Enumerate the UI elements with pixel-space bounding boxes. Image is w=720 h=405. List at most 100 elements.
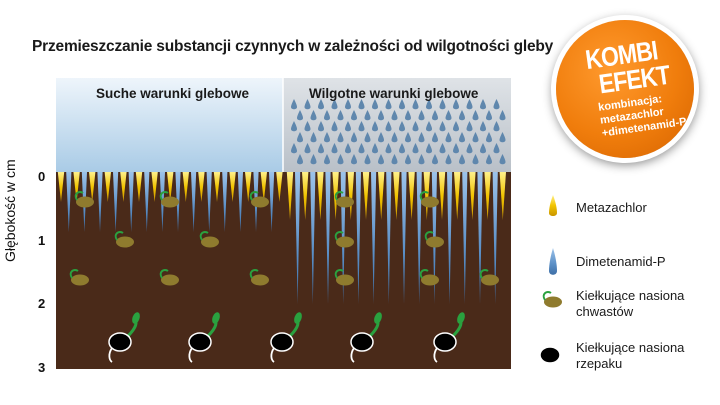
weed-seed [69,268,89,286]
legend-rape-seeds: Kiełkujące nasiona rzepaku [538,340,684,372]
depth-tick-0: 0 [38,169,46,184]
rain-drop [372,143,378,154]
dimetenamid-spike [355,172,361,304]
metazachlor-spike [135,172,143,202]
rain-drop [459,154,465,165]
weed-seed [199,230,219,248]
wet-soil-herbicide-layer [286,172,506,304]
metazachlor-spike [229,172,236,202]
rain-drop [399,121,405,132]
dry-sky-area [56,78,283,172]
rain-drop [345,121,351,132]
legend-label: Kiełkujące nasiona rzepaku [576,340,685,371]
rain-drop [466,121,473,132]
metazachlor-spike [378,172,385,220]
dimetenamid-spike [222,172,228,232]
weed-seed [334,190,354,208]
weed-seed [249,268,269,286]
legend-label: Kiełkujące nasiona chwastów [576,288,685,319]
rain-drop [486,154,492,165]
metazachlor-spike [151,172,158,202]
rain-drop [324,132,330,143]
metazachlor-spike [317,172,324,220]
rain-drop [291,121,297,132]
dimetenamid-spike [269,172,275,232]
rain-drop [486,110,492,121]
rape-seed [433,312,465,363]
metazachlor-spike [276,172,283,202]
metazachlor-spike [73,172,80,202]
rain-drop [351,154,357,165]
metazachlor-spike [393,172,400,220]
weed-seed [249,190,269,208]
rain-drop [418,154,425,165]
rain-drop [378,154,384,165]
rain-drop [445,132,452,143]
dimetenamid-spike [128,172,134,232]
rain-drop [378,110,384,121]
weed-seed [114,230,134,248]
y-axis-label: Głębokość w cm [2,159,18,262]
chart-title: Przemieszczanie substancji czynnych w za… [32,38,554,55]
metazachlor-spike [104,172,111,202]
metazachlor-spike [57,172,65,202]
metazachlor-spike [213,172,221,202]
dimetenamid-spike [462,172,468,304]
metazachlor-spike [198,172,205,202]
metazachlor-spike [182,172,189,202]
rain-drop [453,143,459,154]
rape-seed-icon [539,346,561,364]
metazachlor-spike [89,172,96,202]
legend-dimetenamid: Dimetenamid-P [538,254,666,270]
rain-drop [426,121,432,132]
rain-drop [466,143,473,154]
rain-drop [297,110,303,121]
rain-drop [324,154,330,165]
rape-seed [108,312,140,363]
rain-drop [331,99,338,110]
metazachlor-spike [362,172,370,220]
rain-drop [412,99,419,110]
rain-drop [426,143,432,154]
dimetenamid-spike [191,172,197,232]
dimetenamid-spike [371,172,377,304]
dry-soil-herbicide-layer [57,172,283,232]
rain-drop [351,110,357,121]
metazachlor-spike [499,172,506,220]
rain-drop [480,99,486,110]
weed-seed [419,268,439,286]
rain-drop [439,143,446,154]
weed-seed [479,268,499,286]
weed-seed [424,230,444,248]
depth-tick-1: 1 [38,233,46,248]
rain-drop [405,110,411,121]
rain-drop [405,132,411,143]
rain-drop [480,143,486,154]
rain-drop [445,154,452,165]
metazachlor-spike [286,172,294,220]
weed-seed [159,190,179,208]
dimetenamid-spike [492,172,498,304]
metazachlor-spike [245,172,252,202]
dimetenamid-spike [295,172,301,304]
rain-drop [318,121,324,132]
rain-drop [466,99,473,110]
rain-drop [304,99,311,110]
rain-drop [472,132,479,143]
rain-drop [480,121,486,132]
rain-drop [331,121,338,132]
rain-drop [337,154,344,165]
depth-tick-3: 3 [38,360,46,375]
weed-seed-icon [542,290,562,308]
rain-drop [358,121,365,132]
rape-seed [188,312,220,363]
rain-drop [310,132,317,143]
metazachlor-spike [438,172,446,220]
rain-drop [412,143,419,154]
rain-drop [364,110,371,121]
dimetenamid-spike [477,172,483,304]
rain-drop [445,110,452,121]
rain-drop [493,143,500,154]
metazachlor-spike [302,172,309,220]
rain-drop [459,132,465,143]
